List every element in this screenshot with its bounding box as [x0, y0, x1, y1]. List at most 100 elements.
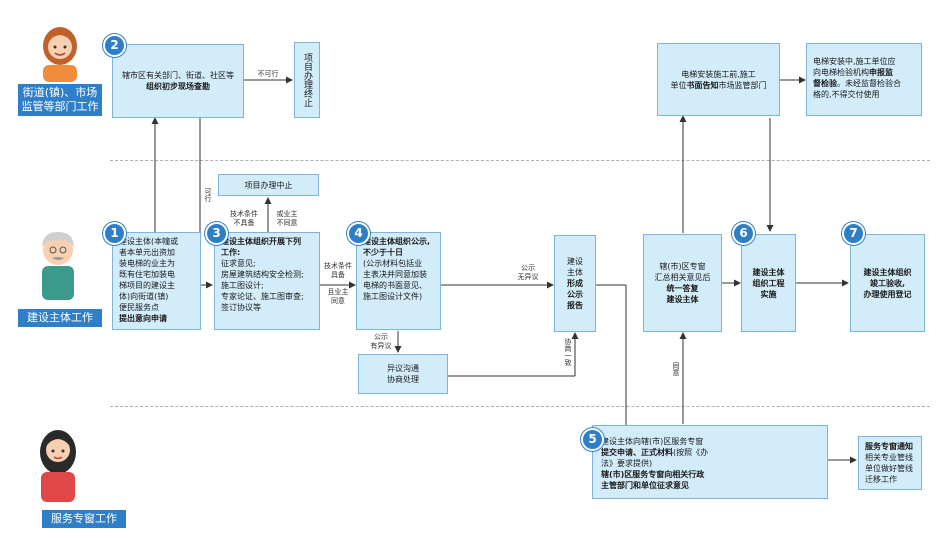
step4-line-bold: 建设主体组织公示,	[363, 237, 431, 246]
step1-line: 梯项目的建设主	[119, 281, 175, 290]
label-line: 无异议	[517, 273, 539, 281]
step1-line: 既有住宅加装电	[119, 270, 175, 279]
lane-divider-top	[110, 160, 930, 161]
lane-divider-bottom	[110, 406, 930, 407]
supervise-text: 。未经监督检验合	[837, 79, 901, 88]
step2-line-bold: 组织初步现场查勘	[146, 82, 210, 91]
step5-line-2: 提交申请、正式材料(按照《办	[601, 447, 823, 458]
step1-box: 建设主体(本幢或 者本单元出资加 装电梯的业主为 既有住宅加装电 梯项目的建设主…	[112, 232, 201, 330]
step6-line-bold: 建设主体	[752, 267, 785, 277]
report-line-bold: 公示	[567, 290, 583, 299]
step3-box: 建设主体组织开展下列 工作: 征求意见; 房屋建筑结构安全检测; 施工图设计; …	[214, 232, 320, 330]
step1-line-bold: 提出意向申请	[119, 314, 167, 323]
step7-line-bold: 办理使用登记	[863, 289, 912, 299]
supervise-line-2: 向电梯检验机构申报监	[813, 67, 917, 78]
label-line: 技术条件	[324, 262, 352, 270]
objection-handling-box: 异议沟通 协商处理	[358, 354, 448, 394]
step7-line-bold: 竣工验收,	[869, 278, 906, 288]
step3-line: 征求意见;	[221, 259, 256, 268]
report-line-bold: 形成	[567, 279, 583, 288]
step5-text: (按照《办	[673, 448, 709, 457]
step3-line-bold: 工作:	[221, 248, 241, 257]
label-line: 有异议	[370, 342, 392, 350]
step4-line: 电梯的书面意见、	[363, 281, 427, 290]
service-role-label: 服务专窗工作	[42, 510, 126, 528]
step5-line: 建设主体向辖(市)区服务专窗	[601, 437, 704, 446]
step2-line: 辖市区有关部门、街道、社区等	[122, 71, 234, 80]
supervision-inspection-box: 电梯安装中,施工单位应 向电梯检验机构申报监 督检验。未经监督检验合 格的,不得…	[806, 43, 922, 116]
no-objection-label: 公示 无异议	[510, 264, 546, 282]
step1-line: 建设主体(本幢或	[119, 237, 179, 246]
step-badge-2: 2	[103, 34, 126, 57]
step5-line-bold: 主管部门和单位征求意见	[601, 481, 689, 490]
supervise-line-3: 督检验。未经监督检验合	[813, 78, 917, 89]
street-role-label: 街道(镇)、市场 监管等部门工作	[18, 84, 102, 116]
reply-line-bold: 建设主体	[666, 295, 699, 304]
label-line: 或业主	[276, 210, 298, 218]
step5-line-bold: 辖(市)区服务专窗向相关行政	[601, 470, 705, 479]
step-badge-4: 4	[347, 222, 370, 245]
step-badge-5: 5	[581, 428, 604, 451]
reply-line-bold: 统一答复	[666, 284, 699, 293]
report-line: 主体	[567, 268, 583, 277]
reply-line: 辖(市)区专窗	[659, 262, 706, 271]
supervise-line: 格的,不得交付使用	[813, 90, 880, 99]
unified-reply-box: 辖(市)区专窗 汇总相关意见后 统一答复 建设主体	[643, 234, 722, 332]
owner-role-label: 建设主体工作	[18, 309, 102, 327]
street-role-line2: 监管等部门工作	[21, 100, 99, 113]
agree-label: 同意	[672, 362, 680, 376]
tech-not-ready-label: 技术条件 不具备	[222, 210, 266, 228]
supervise-text: 向电梯检验机构	[813, 68, 869, 77]
objection-line: 异议沟通	[387, 364, 419, 373]
label-line: 不具备	[233, 219, 255, 227]
feasible-label: 可行	[204, 188, 212, 202]
owner-agree-label: 且业主 同意	[322, 288, 354, 306]
step3-line: 专家论证、施工图审查;	[221, 292, 304, 301]
step5-box: 建设主体向辖(市)区服务专窗 提交申请、正式材料(按照《办 法》要求提供) 辖(…	[592, 425, 828, 499]
step3-line: 房屋建筑结构安全检测;	[221, 270, 304, 279]
reply-line: 汇总相关意见后	[654, 273, 711, 282]
step-badge-1: 1	[103, 222, 126, 245]
owner-disagree-label: 或业主 不同意	[272, 210, 302, 228]
step4-box: 建设主体组织公示, 不少于十日 (公示材料包括业 主表决并同意加装 电梯的书面意…	[356, 232, 441, 330]
step4-line: 主表决并同意加装	[363, 270, 427, 279]
step7-line-bold: 建设主体组织	[863, 267, 912, 277]
notify-line: 电梯安装施工前,施工	[681, 69, 756, 79]
supervise-text-bold: 督检验	[813, 79, 837, 88]
step6-box: 建设主体 组织工程 实施	[741, 234, 796, 332]
written-notice-box: 电梯安装施工前,施工 单位书面告知市场监管部门	[657, 43, 780, 116]
pipe-line: 单位做好管线	[865, 464, 913, 473]
step5-line: 法》要求提供)	[601, 459, 653, 468]
label-line: 公示	[374, 333, 388, 341]
street-worker-avatar-icon	[43, 27, 77, 82]
step4-line-bold: 不少于十日	[363, 248, 403, 257]
report-line: 建设	[567, 257, 583, 266]
label-line: 技术条件	[230, 210, 258, 218]
step4-line: (公示材料包括业	[363, 259, 423, 268]
step5-text-bold: 提交申请、正式材料	[601, 448, 673, 457]
step6-line-bold: 实施	[760, 289, 777, 299]
pipe-line: 迁移工作	[865, 475, 897, 484]
report-line-bold: 报告	[567, 301, 583, 310]
notify-text: 单位	[670, 80, 687, 90]
step1-line: 装电梯的业主为	[119, 259, 175, 268]
pipeline-relocation-box: 服务专窗通知 相关专业管线 单位做好管线 迁移工作	[858, 436, 922, 490]
owner-avatar-icon	[42, 232, 74, 300]
step4-line: 施工图设计文件)	[363, 292, 423, 301]
service-role-text: 服务专窗工作	[51, 512, 117, 525]
step-badge-6: 6	[732, 222, 755, 245]
public-report-box: 建设 主体 形成 公示 报告	[554, 235, 596, 332]
step3-line-bold: 建设主体组织开展下列	[221, 237, 301, 246]
pipe-line: 相关专业管线	[865, 453, 913, 462]
step1-line: 便民服务点	[119, 303, 159, 312]
not-feasible-label: 不可行	[257, 70, 279, 78]
step1-line: 者本单元出资加	[119, 248, 175, 257]
tech-ready-label: 技术条件 具备	[320, 262, 356, 280]
project-suspended-box: 项目办理中止	[218, 174, 319, 196]
label-line: 不同意	[276, 219, 298, 227]
label-line: 公示	[521, 264, 535, 272]
label-line: 同意	[331, 297, 345, 305]
consensus-label: 协商一致	[564, 338, 572, 366]
